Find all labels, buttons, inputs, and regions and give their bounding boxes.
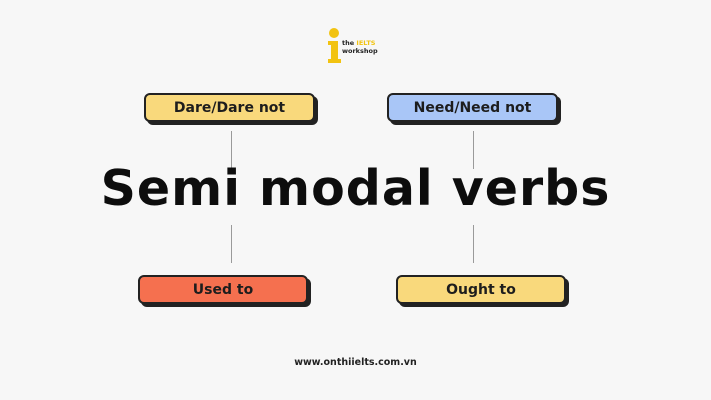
node-used: Used to	[138, 275, 308, 304]
node-dare: Dare/Dare not	[144, 93, 315, 122]
connector-used	[231, 225, 232, 263]
node-used-label: Used to	[192, 281, 254, 298]
footer-url: www.onthiielts.com.vn	[294, 357, 417, 368]
logo-workshop: workshop	[342, 46, 378, 55]
logo-i-icon	[328, 28, 341, 63]
node-need-label: Need/Need not	[413, 99, 532, 116]
node-dare-label: Dare/Dare not	[173, 99, 286, 116]
node-ought-label: Ought to	[446, 281, 516, 298]
logo-the: the	[342, 39, 357, 47]
node-need: Need/Need not	[387, 93, 558, 122]
node-ought: Ought to	[396, 275, 566, 304]
connector-need	[473, 131, 474, 169]
logo-ielts: IELTS	[356, 39, 376, 47]
connector-ought	[473, 225, 474, 263]
logo-text: the IELTS workshop	[342, 39, 378, 55]
title: Semi modal verbs	[100, 160, 611, 217]
logo: the IELTS workshop	[326, 28, 386, 64]
connector-dare	[231, 131, 232, 169]
